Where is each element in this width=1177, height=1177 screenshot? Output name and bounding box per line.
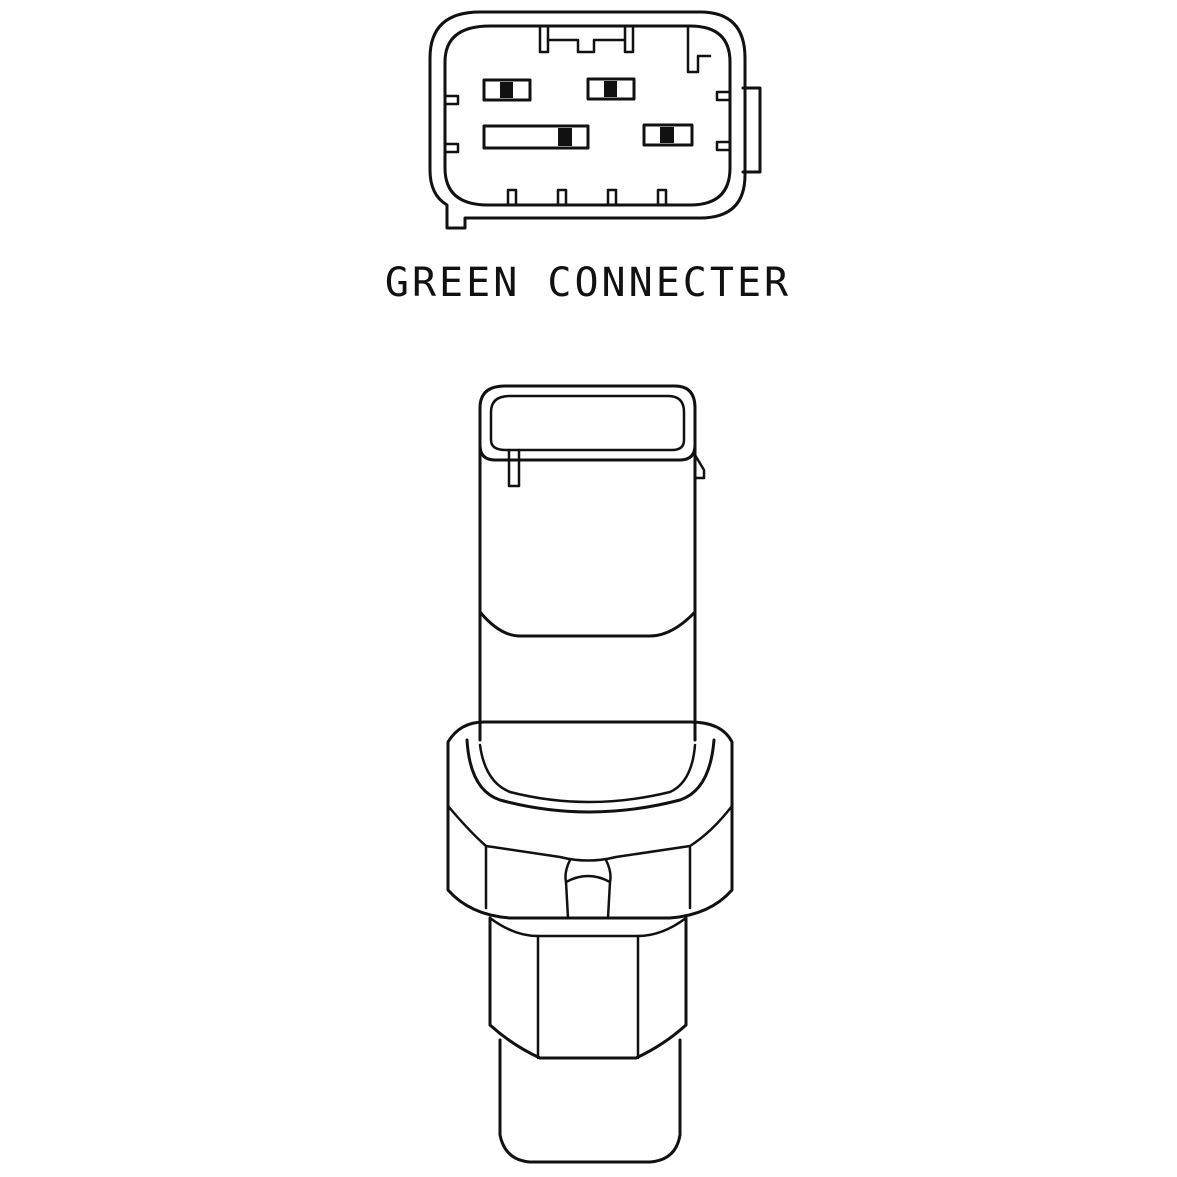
connector-rib-left-upper <box>443 94 460 106</box>
connector-rib-right-lower <box>715 140 732 152</box>
hex-nut-mid-curve <box>564 874 612 884</box>
connector-rib-left-lower <box>443 142 460 154</box>
lower-hex-top-edge <box>488 916 688 938</box>
connector-inner-outline <box>443 24 732 207</box>
hex-nut-top-chamfer <box>446 804 734 862</box>
connector-outer-shell <box>428 10 747 230</box>
connector-top-key-right <box>623 26 635 54</box>
bottom-port <box>498 1038 682 1164</box>
terminal-cavity-1 <box>482 78 532 102</box>
connector-rib-right-upper <box>715 90 732 102</box>
housing-inner-top <box>489 394 686 452</box>
housing-outer-top <box>478 384 697 462</box>
crimp-collar <box>446 720 734 782</box>
housing-slot <box>507 448 521 488</box>
terminal-cavity-4 <box>642 123 694 147</box>
collar-ring-inner <box>478 743 697 804</box>
terminal-cavity-2 <box>586 77 636 101</box>
connector-corner-key <box>686 26 712 74</box>
connector-rib-bottom-1 <box>506 188 518 207</box>
hex-nut-facet-mid-right <box>604 858 612 920</box>
pressure-switch-body <box>446 384 734 1164</box>
lower-hex-outline <box>488 916 688 1060</box>
connector-latch-tab <box>741 86 762 174</box>
collar-ring-outer <box>465 738 716 814</box>
hex-nut-facet-mid-left <box>564 858 572 920</box>
connector-rib-bottom-3 <box>606 188 618 207</box>
connector-rib-bottom-4 <box>656 188 668 207</box>
connector-rib-bottom-2 <box>556 188 568 207</box>
housing-step <box>478 610 697 638</box>
connector-color-label: GREEN CONNECTER <box>385 260 791 306</box>
connector-face <box>428 10 762 230</box>
terminal-cavity-3 <box>482 124 590 150</box>
housing-latch <box>693 453 706 480</box>
hex-nut-outline <box>446 778 734 920</box>
connector-top-key-mid <box>546 38 627 54</box>
